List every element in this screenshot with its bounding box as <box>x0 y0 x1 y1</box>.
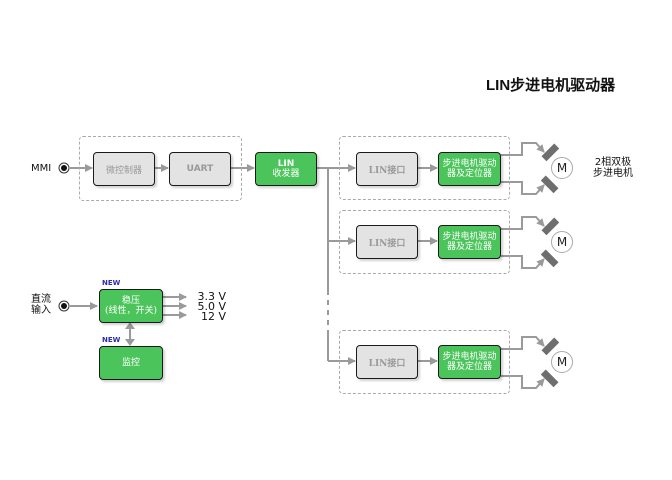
motor1-coil-bottom-icon <box>540 175 559 194</box>
stepper-driver-label-line1: 步进电机驱动 <box>442 159 497 169</box>
motor-3-icon: M <box>551 351 573 373</box>
channel-2-group <box>339 210 510 274</box>
connector-ch3-motor-b <box>501 375 545 389</box>
stepper-driver-block-3[interactable]: 步进电机驱动 器及定位器 <box>438 345 501 379</box>
motor-type-label-line1: 2相双极 <box>594 157 632 168</box>
motor-2-icon: M <box>551 231 573 253</box>
channel-3-group <box>339 330 510 394</box>
monitor-label: 监控 <box>121 358 140 368</box>
lin-interface-block-1[interactable]: LIN接口 <box>356 152 418 186</box>
diagram-title: LIN步进电机驱动器 <box>486 77 616 94</box>
dc-input-label: 直流 输入 <box>31 294 51 316</box>
lin-interface-block-2[interactable]: LIN接口 <box>356 225 418 259</box>
lin-interface-label: LIN接口 <box>368 165 406 176</box>
motor-1-icon: M <box>551 157 573 179</box>
motor2-coil-bottom-icon <box>540 249 559 268</box>
dc-input-label-line2: 输入 <box>31 305 51 316</box>
monitor-block[interactable]: 监控 <box>99 346 163 380</box>
lin-transceiver-label-line1: LIN <box>277 159 295 169</box>
lin-transceiver-block[interactable]: LIN 收发器 <box>255 152 317 186</box>
stepper-driver-label-line1: 步进电机驱动 <box>442 352 497 362</box>
motor3-coil-bottom-icon <box>540 369 559 388</box>
connector-ch1-motor-b <box>501 181 545 195</box>
mmi-terminal-icon <box>58 162 70 174</box>
mcu-block[interactable]: 微控制器 <box>93 152 155 186</box>
lin-interface-label: LIN接口 <box>368 358 406 369</box>
motor-symbol: M <box>556 235 568 249</box>
connector-ch3-motor-a <box>501 336 545 350</box>
connector-ch1-motor-a <box>501 142 545 156</box>
voltage-3v3: 3.3 V <box>197 290 226 303</box>
lin-transceiver-label-line2: 收发器 <box>272 169 300 179</box>
motor-type-label: 2相双极 步进电机 <box>593 157 633 179</box>
motor1-coil-top-icon <box>541 143 560 162</box>
motor-symbol: M <box>556 355 568 369</box>
voltage-5v0: 5.0 V <box>197 300 226 313</box>
dc-input-terminal-icon <box>58 300 70 312</box>
channel-1-group <box>339 136 510 200</box>
stepper-driver-block-2[interactable]: 步进电机驱动 器及定位器 <box>438 225 501 259</box>
connector-ch2-motor-a <box>501 216 545 230</box>
regulator-block[interactable]: 稳压 (线性，开关) <box>99 289 163 323</box>
mcu-label: 微控制器 <box>105 165 142 176</box>
regulator-label-line2: (线性，开关) <box>104 306 158 316</box>
regulator-new-badge: NEW <box>102 279 121 287</box>
voltage-12v: 12 V <box>200 310 226 323</box>
uart-block[interactable]: UART <box>169 152 231 186</box>
mcu-group <box>79 136 242 201</box>
stepper-driver-label-line2: 器及定位器 <box>446 242 492 252</box>
dc-input-label-line1: 直流 <box>31 294 51 305</box>
stepper-driver-label-line1: 步进电机驱动 <box>442 232 497 242</box>
motor3-coil-top-icon <box>541 337 560 356</box>
motor-symbol: M <box>556 161 568 175</box>
motor2-coil-top-icon <box>541 217 560 236</box>
motor-type-label-line2: 步进电机 <box>593 168 633 179</box>
mmi-label: MMI <box>31 163 52 174</box>
connector-ch2-motor-b <box>501 255 545 269</box>
lin-interface-block-3[interactable]: LIN接口 <box>356 345 418 379</box>
uart-label: UART <box>186 164 214 174</box>
monitor-new-badge: NEW <box>102 336 121 344</box>
regulator-label-line1: 稳压 <box>121 296 140 306</box>
stepper-driver-label-line2: 器及定位器 <box>446 169 492 179</box>
lin-interface-label: LIN接口 <box>368 238 406 249</box>
stepper-driver-block-1[interactable]: 步进电机驱动 器及定位器 <box>438 152 501 186</box>
stepper-driver-label-line2: 器及定位器 <box>446 362 492 372</box>
